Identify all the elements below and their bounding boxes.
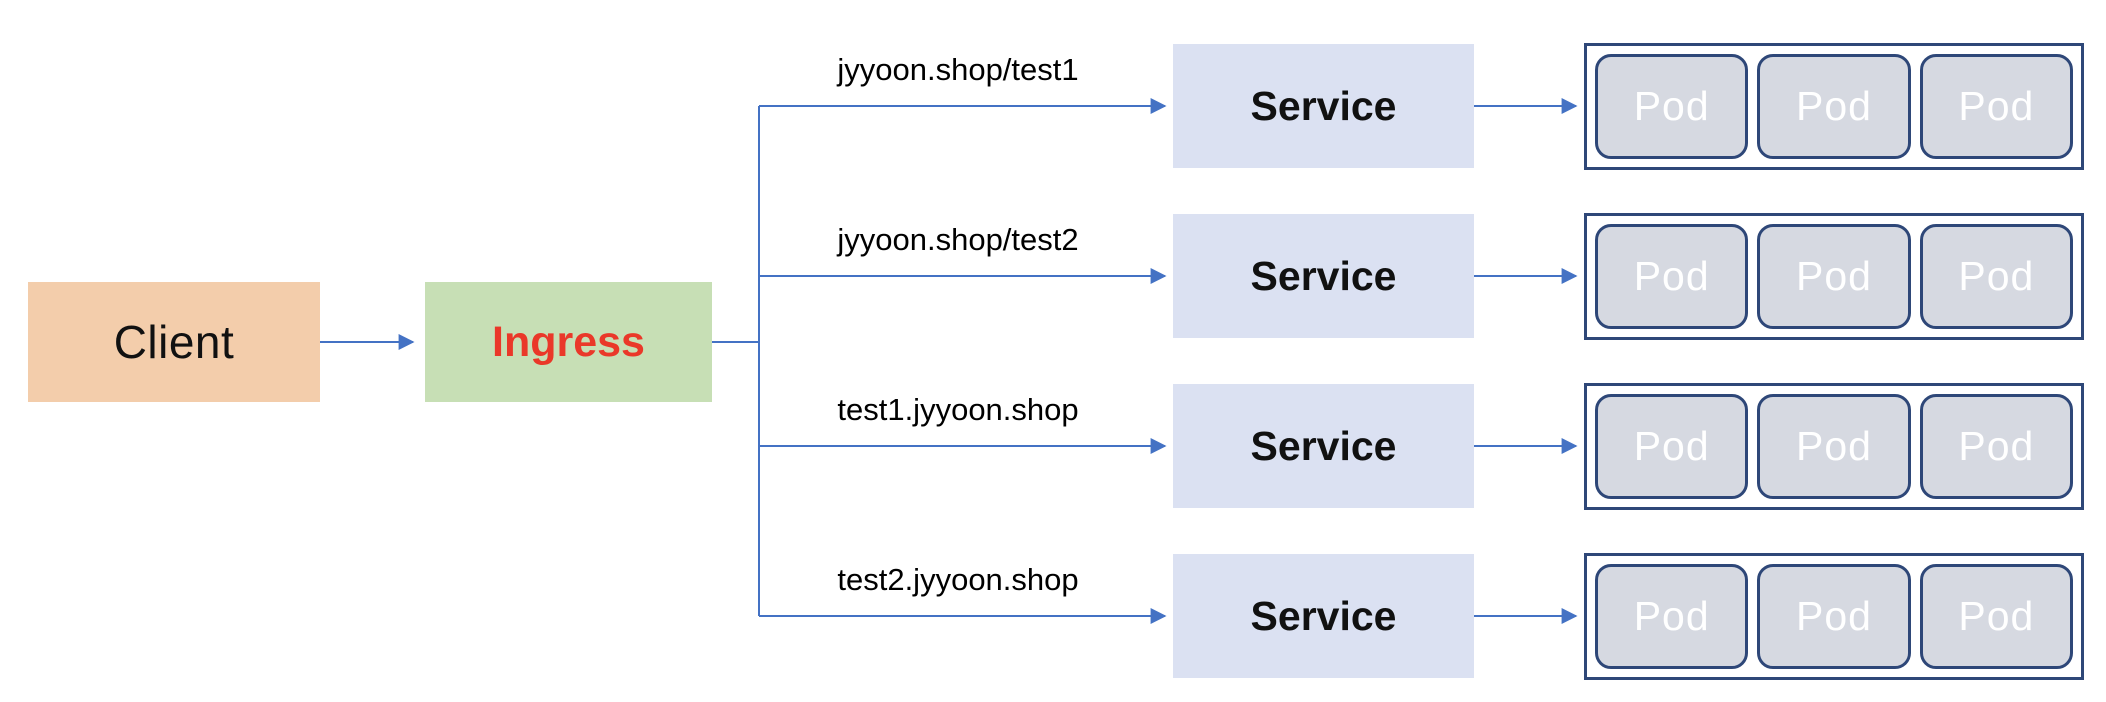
pod-label: Pod: [1633, 252, 1710, 299]
pod-box: Pod: [1757, 223, 1911, 329]
pod-box: Pod: [1919, 393, 2073, 499]
ingress-label: Ingress: [492, 317, 645, 366]
service-label: Service: [1250, 82, 1397, 129]
pod-label: Pod: [1633, 422, 1710, 469]
service-label: Service: [1250, 592, 1397, 639]
pod-label: Pod: [1796, 592, 1872, 639]
pod-box: Pod: [1757, 393, 1911, 499]
pod-box: Pod: [1757, 563, 1911, 669]
pod-label: Pod: [1633, 82, 1710, 129]
pod-label: Pod: [1958, 422, 2035, 469]
pod-label: Pod: [1958, 252, 2035, 299]
service-label: Service: [1250, 252, 1397, 299]
pod-group: Pod Pod Pod: [1584, 382, 2084, 510]
pod-group: Pod Pod Pod: [1584, 212, 2084, 340]
client-label: Client: [113, 316, 235, 368]
pod-box: Pod: [1919, 223, 2073, 329]
pod-box: Pod: [1595, 223, 1749, 329]
service-box: Service: [1173, 44, 1474, 168]
pod-label: Pod: [1796, 82, 1872, 129]
pod-box: Pod: [1595, 53, 1749, 159]
pod-group: Pod Pod Pod: [1584, 552, 2084, 680]
service-box: Service: [1173, 384, 1474, 508]
service-box: Service: [1173, 214, 1474, 338]
service-label: Service: [1250, 422, 1397, 469]
client-box: Client: [28, 282, 320, 402]
pod-label: Pod: [1633, 592, 1710, 639]
route-rule-label: test1.jyyoon.shop: [837, 392, 1079, 427]
pod-box: Pod: [1595, 563, 1749, 669]
ingress-box: Ingress: [425, 282, 712, 402]
pod-label: Pod: [1958, 82, 2035, 129]
pod-label: Pod: [1958, 592, 2035, 639]
pod-group: Pod Pod Pod: [1584, 42, 2084, 170]
pod-box: Pod: [1919, 563, 2073, 669]
service-box: Service: [1173, 554, 1474, 678]
pod-box: Pod: [1757, 53, 1911, 159]
pod-label: Pod: [1796, 252, 1872, 299]
pod-label: Pod: [1796, 422, 1872, 469]
route-rule-label: jyyoon.shop/test2: [837, 222, 1079, 257]
route-rule-label: jyyoon.shop/test1: [837, 52, 1079, 87]
route-rule-label: test2.jyyoon.shop: [837, 562, 1079, 597]
pod-box: Pod: [1919, 53, 2073, 159]
pod-box: Pod: [1595, 393, 1749, 499]
